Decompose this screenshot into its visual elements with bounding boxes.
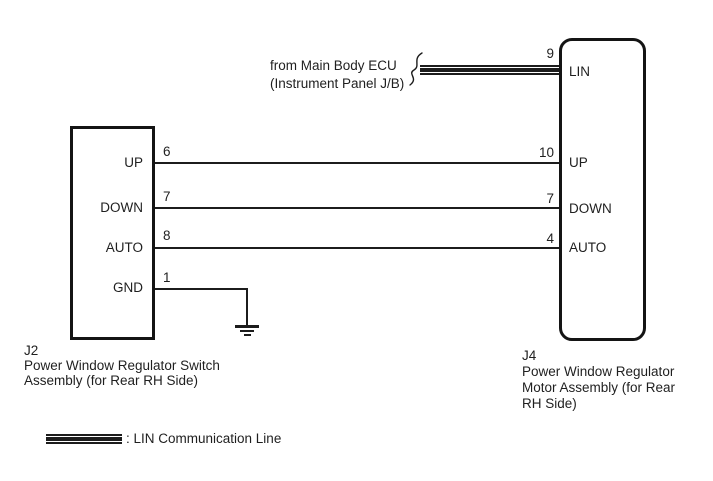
j4-pin-label-up: UP bbox=[569, 155, 588, 170]
wire-gnd-vertical bbox=[246, 288, 248, 326]
j4-caption-line-1: Power Window Regulator bbox=[522, 364, 675, 379]
wire-gnd-horizontal bbox=[155, 288, 248, 290]
j4-pin-label-auto: AUTO bbox=[569, 240, 607, 255]
j4-caption-line-2: Motor Assembly (for Rear bbox=[522, 380, 676, 395]
j4-caption-line-3: RH Side) bbox=[522, 396, 577, 411]
j2-pin-number-auto: 8 bbox=[163, 228, 171, 243]
j4-pin-number-down: 7 bbox=[546, 191, 554, 206]
connector-box-j4 bbox=[559, 38, 646, 341]
j2-pin-label-up: UP bbox=[124, 155, 143, 170]
j4-pin-label-lin: LIN bbox=[569, 64, 591, 79]
j2-pin-number-up: 6 bbox=[163, 144, 171, 159]
wire-up bbox=[155, 162, 559, 164]
ground-bar-3 bbox=[243, 334, 251, 336]
j2-pin-number-down: 7 bbox=[163, 189, 171, 204]
j4-pin-number-up: 10 bbox=[538, 145, 554, 160]
j4-pin-label-down: DOWN bbox=[569, 201, 612, 216]
j4-pin-number-auto: 4 bbox=[546, 231, 554, 246]
ground-bar-1 bbox=[235, 325, 259, 328]
wire-down bbox=[155, 207, 559, 209]
ecu-source-label-line-1: from Main Body ECU bbox=[270, 58, 397, 73]
connector-box-j2 bbox=[70, 126, 155, 340]
wire-auto bbox=[155, 247, 559, 249]
wire-break-squiggle-icon bbox=[409, 52, 423, 86]
legend-lin-line-icon bbox=[46, 434, 122, 444]
j2-pin-number-gnd: 1 bbox=[163, 270, 171, 285]
legend-label: : LIN Communication Line bbox=[126, 431, 282, 446]
j2-pin-label-down: DOWN bbox=[100, 200, 143, 215]
j4-pin-number-lin: 9 bbox=[546, 46, 554, 61]
lin-bus-line-icon bbox=[420, 65, 559, 75]
j2-caption-line-2: Assembly (for Rear RH Side) bbox=[24, 373, 199, 388]
ground-bar-2 bbox=[240, 329, 254, 332]
ecu-source-label-line-2: (Instrument Panel J/B) bbox=[270, 76, 405, 91]
j2-caption-id: J2 bbox=[24, 343, 39, 358]
j2-pin-label-auto: AUTO bbox=[105, 240, 143, 255]
j2-pin-label-gnd: GND bbox=[113, 280, 143, 295]
j4-caption-id: J4 bbox=[522, 348, 537, 363]
j2-caption-line-1: Power Window Regulator Switch bbox=[24, 358, 220, 373]
